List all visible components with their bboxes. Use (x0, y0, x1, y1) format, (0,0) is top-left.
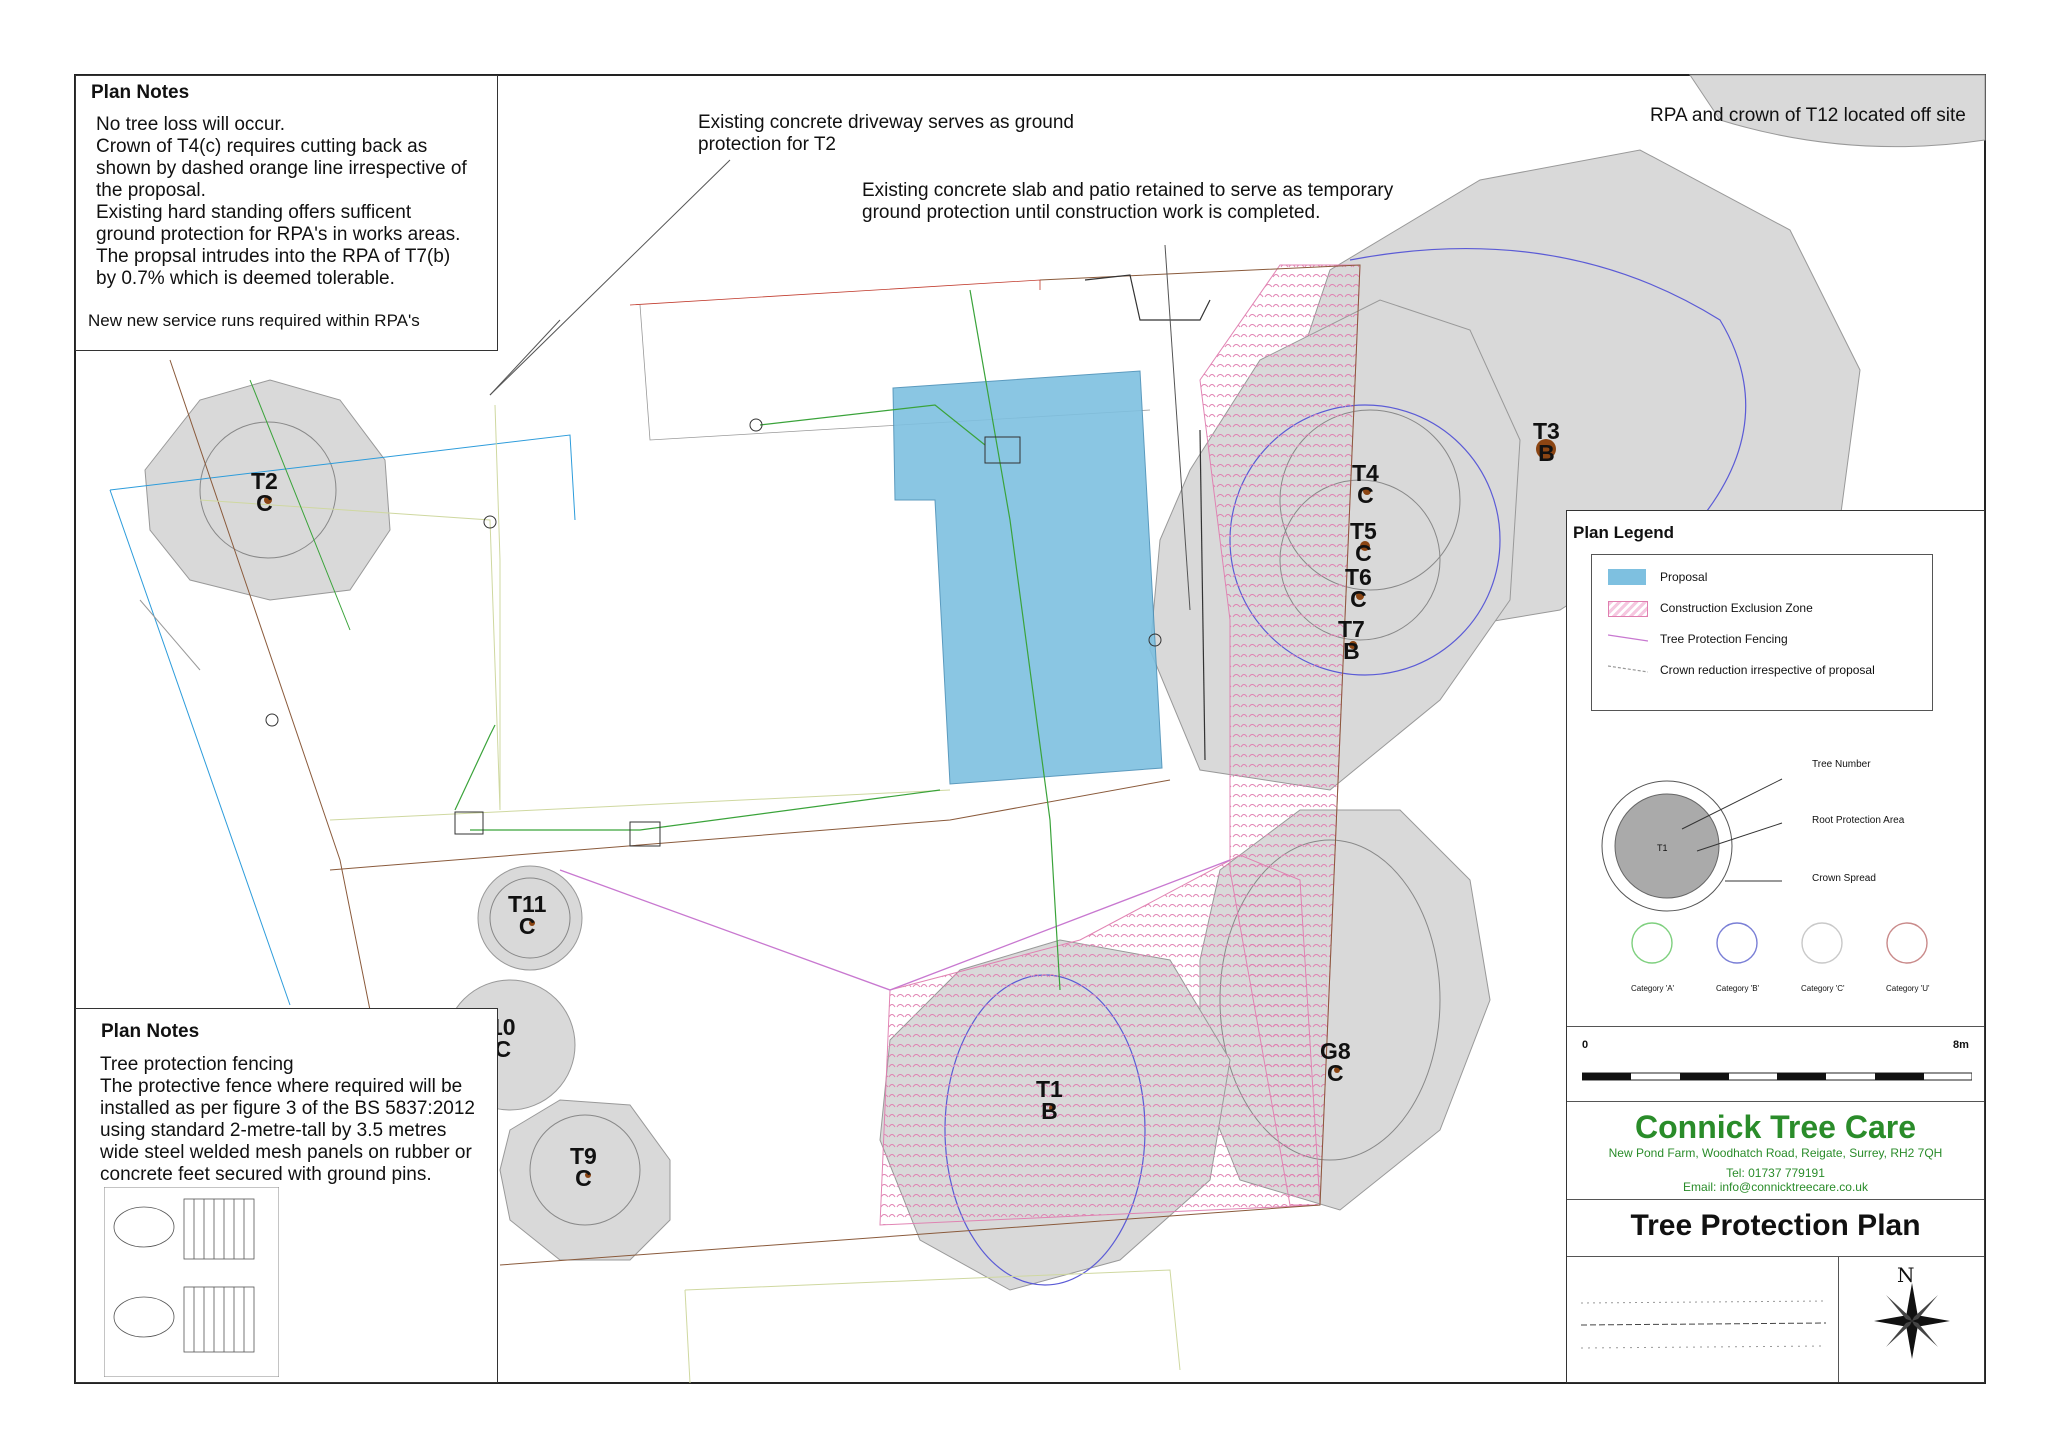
north-label: N (1897, 1263, 1915, 1287)
plan-notes-extra: New new service runs required within RPA… (88, 311, 420, 330)
construction-exclusion-zone-south (879, 854, 1321, 1226)
proposal-building (892, 370, 1163, 785)
plan-notes-bottom: Plan Notes Tree protection fencing The p… (75, 1008, 498, 1383)
category-circles (1631, 922, 1928, 964)
plan-notes-top: Plan Notes No tree loss will occur. Crow… (75, 75, 498, 351)
t2-crown (144, 379, 391, 601)
exclusion-swatch (1608, 601, 1648, 617)
driveway-annotation: Existing concrete driveway serves as gro… (698, 112, 1074, 155)
scale-end: 8m (1953, 1039, 1969, 1051)
slab-pointer (1164, 244, 1191, 611)
scale-start: 0 (1582, 1039, 1589, 1051)
plan-notes-title: Plan Notes (91, 82, 190, 103)
plan-title: Tree Protection Plan (1630, 1209, 1921, 1242)
category-b: Category 'B' (1716, 984, 1760, 993)
boundary-line (109, 434, 576, 521)
tree-protection-fence (559, 859, 1231, 991)
diagram-rpa: Root Protection Area (1812, 815, 1905, 826)
plan-notes-body: No tree loss will occur. Crown of T4(c) … (96, 114, 467, 289)
location-map-thumbnail (1571, 1263, 1836, 1378)
company-block: Connick Tree Care New Pond Farm, Woodhat… (1567, 1103, 1984, 1194)
category-a: Category 'A' (1631, 984, 1675, 993)
category-u: Category 'U' (1886, 984, 1930, 993)
legend-key-box: Proposal Construction Exclusion Zone Tre… (1591, 554, 1933, 711)
company-address: New Pond Farm, Woodhatch Road, Reigate, … (1608, 1146, 1943, 1160)
diagram-t1-label: T1 (1657, 843, 1668, 853)
diagram-tree-number: Tree Number (1812, 759, 1871, 770)
t9-crown (499, 1099, 671, 1261)
tree-diagram (1601, 778, 1783, 912)
category-c: Category 'C' (1801, 984, 1845, 993)
legend-panel: Plan Legend Proposal Construction Exclus… (1566, 510, 1985, 1383)
driveway-pointer (489, 159, 731, 396)
t11-crown (477, 865, 583, 971)
east-boundary (499, 264, 1361, 1266)
plan-notes-bottom-body: Tree protection fencing The protective f… (100, 1054, 475, 1185)
t3-rpa-circle (1349, 248, 1747, 521)
offsite-annotation: RPA and crown of T12 located off site (1650, 105, 1966, 126)
company-name: Connick Tree Care (1635, 1109, 1916, 1145)
proposal-swatch (1608, 569, 1646, 585)
legend-title: Plan Legend (1573, 523, 1675, 542)
t12-crown (1689, 74, 1986, 148)
drawing-frame (74, 74, 1986, 1384)
plan-notes-bottom-title: Plan Notes (101, 1021, 200, 1042)
fence-diagram-image (104, 1187, 279, 1377)
slab-annotation: Existing concrete slab and patio retaine… (862, 180, 1394, 223)
legend-fence: Tree Protection Fencing (1660, 632, 1788, 646)
legend-proposal: Proposal (1660, 570, 1708, 584)
legend-exclusion: Construction Exclusion Zone (1660, 601, 1813, 615)
diagram-crown: Crown Spread (1812, 873, 1876, 884)
compass-rose-icon (1874, 1283, 1950, 1359)
crown-reduction-swatch (1608, 665, 1648, 673)
company-email[interactable]: Email: info@connicktreecare.co.uk (1683, 1180, 1868, 1194)
service-run (969, 289, 1061, 991)
site-boundary (329, 779, 1171, 871)
legend-crown-reduction: Crown reduction irrespective of proposal (1660, 663, 1875, 677)
fence-swatch (1608, 634, 1648, 642)
company-tel: Tel: 01737 779191 (1726, 1166, 1825, 1180)
scale-bar (1582, 1072, 1972, 1081)
